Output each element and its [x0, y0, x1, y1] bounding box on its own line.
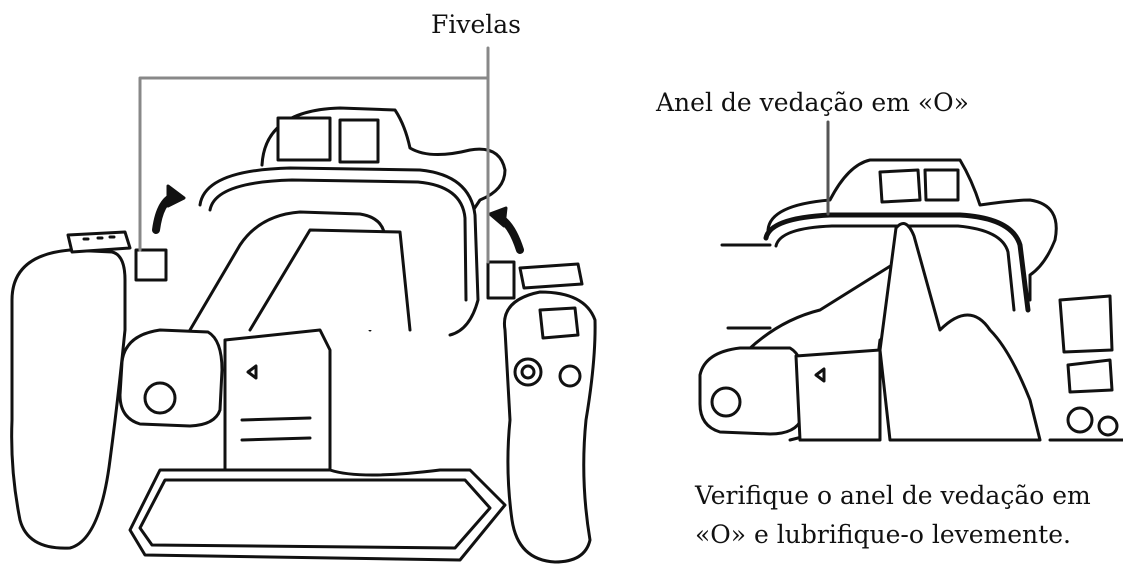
buckle-leader-lines	[138, 46, 490, 264]
buckle-left	[134, 248, 168, 282]
caption-line-2: «O» e lubrifique-o levemente.	[695, 520, 1071, 549]
caption-line-1: Verifique o anel de vedação em	[695, 481, 1091, 510]
caption: Verifique o anel de vedação em «O» e lub…	[695, 476, 1091, 554]
o-ring-detail	[698, 158, 1123, 442]
housing-left	[10, 106, 597, 564]
buckles-label: Fivelas	[431, 10, 521, 39]
buckle-right	[486, 260, 516, 300]
handle-left	[10, 248, 127, 550]
housing-tray	[128, 468, 507, 562]
o-ring-label: Anel de vedação em «O»	[656, 88, 969, 117]
o-ring	[763, 212, 1031, 313]
finger	[878, 222, 1042, 442]
camera-eyecup	[118, 328, 224, 428]
